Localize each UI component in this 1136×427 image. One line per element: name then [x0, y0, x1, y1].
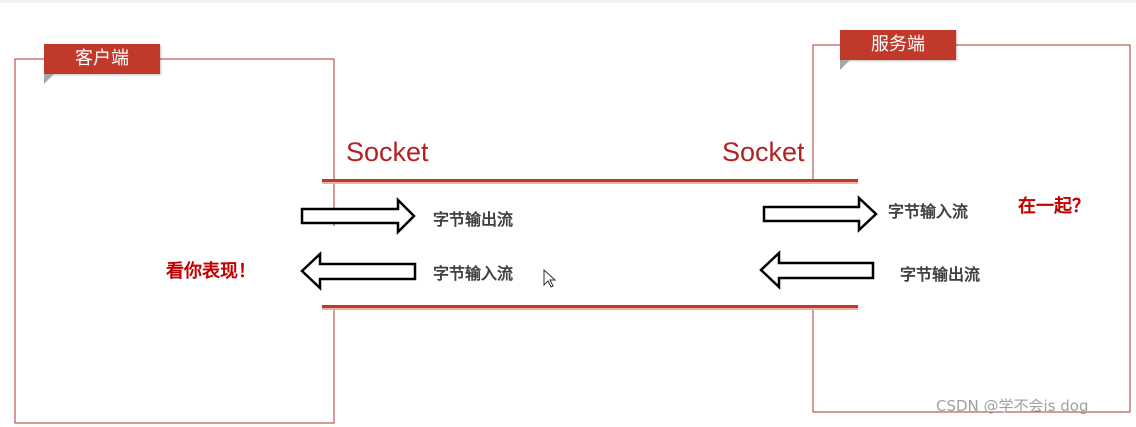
client-input-stream-label: 字节输入流	[433, 264, 514, 283]
client-frame	[14, 58, 335, 424]
client-tab-fold	[44, 74, 54, 84]
mouse-cursor-icon	[543, 268, 557, 288]
server-note: 在一起？	[1018, 196, 1090, 217]
server-tab: 服务端	[840, 30, 956, 60]
socket-line-bottom-shadow	[322, 308, 858, 310]
arrow-server-input	[762, 195, 878, 233]
socket-label-server: Socket	[722, 137, 805, 167]
top-strip	[0, 0, 1136, 3]
arrow-client-input	[300, 251, 417, 291]
client-tab: 客户端	[44, 44, 160, 74]
server-output-stream-label: 字节输出流	[900, 265, 981, 284]
server-frame	[812, 44, 1131, 413]
arrow-client-output	[300, 196, 416, 236]
socket-line-top	[322, 179, 858, 182]
socket-label-client: Socket	[346, 137, 429, 167]
client-note: 看你表现！	[166, 261, 256, 282]
client-output-stream-label: 字节输出流	[433, 210, 514, 229]
watermark: CSDN @学不会is dog	[936, 397, 1089, 415]
socket-line-bottom	[322, 305, 858, 308]
socket-line-top-shadow	[322, 182, 858, 184]
server-input-stream-label: 字节输入流	[888, 202, 969, 221]
arrow-server-output	[759, 250, 875, 290]
server-tab-fold	[840, 60, 850, 70]
